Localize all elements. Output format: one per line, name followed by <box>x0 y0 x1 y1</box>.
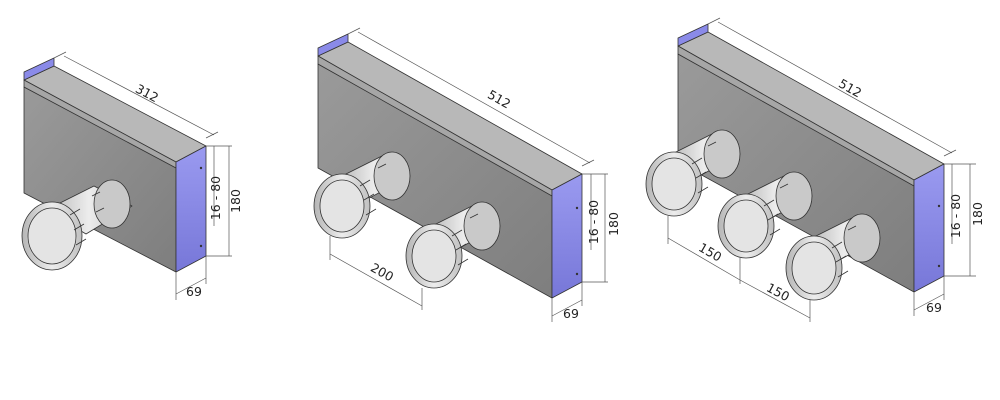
dim-height-range: 16 - 80 <box>948 194 963 238</box>
dim-depth: 69 <box>926 300 942 315</box>
dim-spigot-spacing: 200 <box>368 260 396 285</box>
spigot <box>785 213 881 301</box>
dim-height-range: 16 - 80 <box>586 200 601 244</box>
dimensions: 512 16 - 80 180 69 200 <box>329 27 621 322</box>
dim-length: 512 <box>836 76 864 101</box>
unit-double: 512 16 - 80 180 69 200 <box>313 27 621 322</box>
screw-hole <box>199 244 203 248</box>
screw-hole <box>937 204 941 208</box>
spigot <box>21 179 133 271</box>
screw-hole <box>937 264 941 268</box>
spigot <box>717 171 813 259</box>
screw-hole <box>199 166 203 170</box>
unit-single: 312 16 - 80 180 69 <box>21 51 243 300</box>
dim-depth: 69 <box>186 284 202 299</box>
unit-triple: 512 16 - 80 180 69 150 150 <box>645 17 985 322</box>
dim-length: 312 <box>133 81 161 105</box>
dim-length: 512 <box>485 87 513 112</box>
spigot <box>405 201 501 289</box>
end-face <box>913 163 945 293</box>
spigot <box>645 129 741 217</box>
spigot <box>313 151 411 239</box>
dim-height-range: 16 - 80 <box>208 176 223 220</box>
screw-hole <box>575 272 579 276</box>
dim-height: 180 <box>970 202 985 226</box>
screw-hole <box>575 206 579 210</box>
dim-spigot-spacing: 150 <box>696 240 724 265</box>
end-face <box>551 173 583 299</box>
end-face <box>175 145 207 273</box>
dim-height: 180 <box>228 189 243 213</box>
dim-height: 180 <box>606 212 621 236</box>
dim-depth: 69 <box>563 306 579 321</box>
